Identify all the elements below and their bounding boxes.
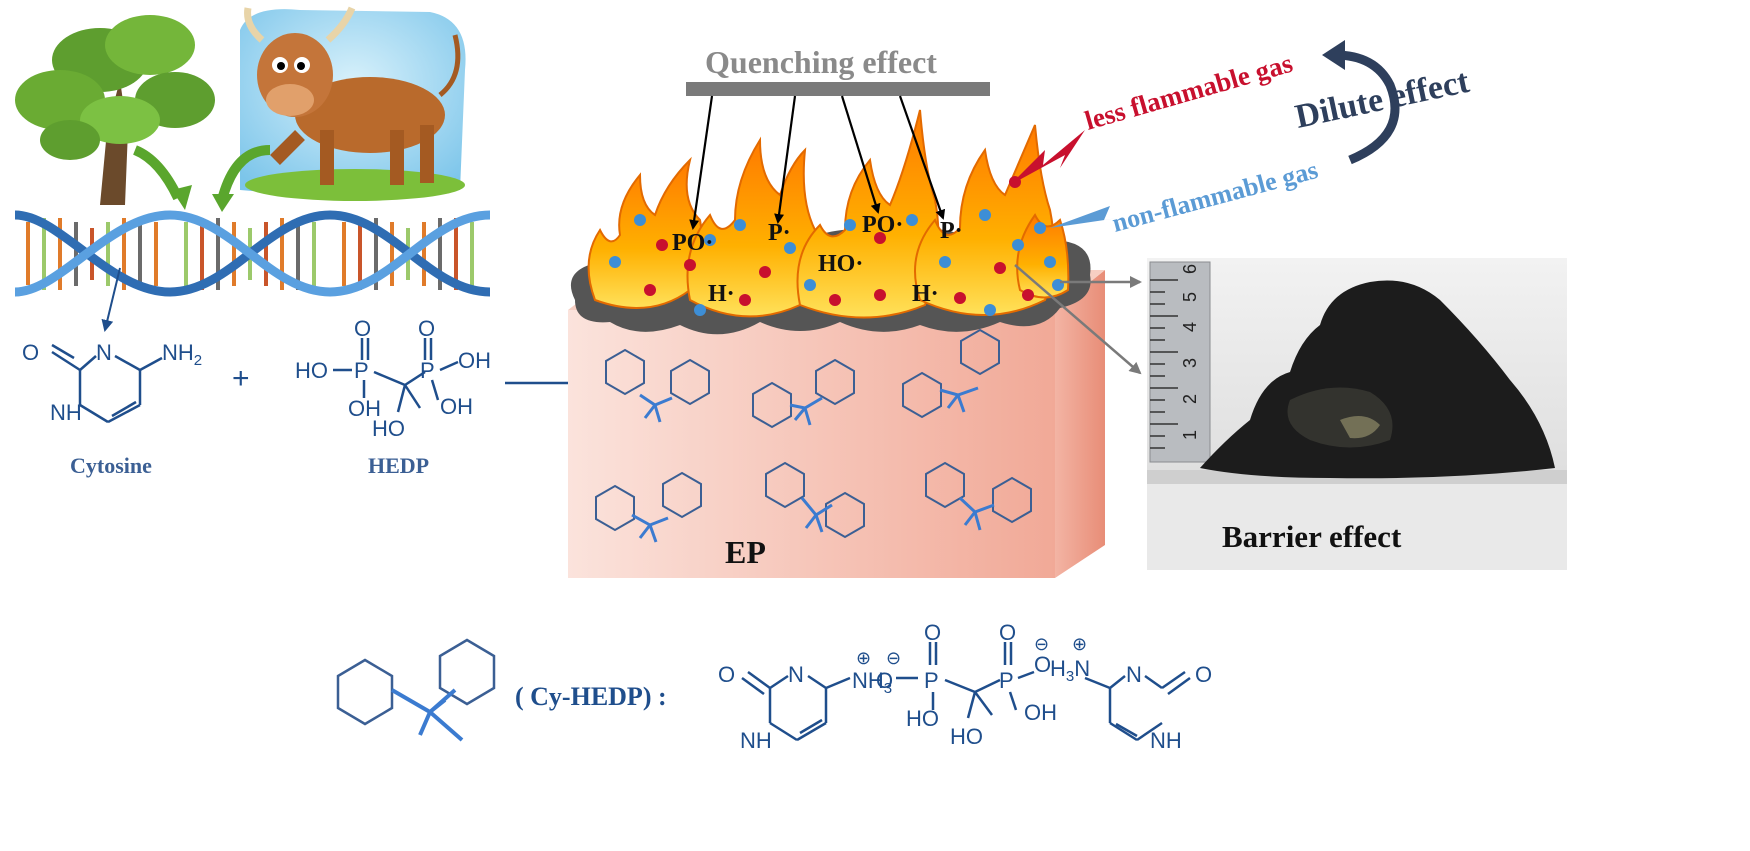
cy-n-right: N <box>1126 662 1142 687</box>
cy-minus-right: ⊖ <box>1034 634 1049 654</box>
nature-illustration <box>14 6 491 332</box>
blue-wedge-icon <box>1050 206 1118 228</box>
hedp-p-right: P <box>420 358 435 383</box>
cy-o-top-left: O <box>924 620 941 645</box>
cy-p-left: P <box>924 668 939 693</box>
radical-p-2: P· <box>940 218 963 244</box>
cy-p-right: P <box>999 668 1014 693</box>
radical-h-2: H· <box>912 281 939 307</box>
hedp-oh-lower: OH <box>440 394 473 419</box>
hedp-ho-center: HO <box>372 416 405 441</box>
char-residue-photo: 1 2 3 4 5 6 <box>1147 258 1567 570</box>
cy-o-top-right: O <box>999 620 1016 645</box>
cy-hedp-label: ( Cy-HEDP) : <box>515 682 667 711</box>
cytosine-label: Cytosine <box>70 453 152 478</box>
radical-p-1: P· <box>768 220 791 246</box>
radical-h-1: H· <box>708 281 735 307</box>
hedp-label: HEDP <box>368 453 429 478</box>
hedp-o-right: O <box>418 316 435 341</box>
ruler-tick-6: 6 <box>1180 264 1200 274</box>
hedp-structure <box>333 338 459 413</box>
cytosine-o: O <box>22 340 39 365</box>
quenching-label: Quenching effect <box>705 44 937 80</box>
dilute-cycle-arrow <box>1334 50 1400 165</box>
cy-nh3: NH3 <box>852 668 892 697</box>
cy-hedp-icon <box>336 638 496 742</box>
ep-label: EP <box>725 534 766 570</box>
barrier-effect-label: Barrier effect <box>1222 519 1402 554</box>
radical-po-1: PO· <box>672 230 713 256</box>
radical-particles <box>609 176 1064 316</box>
ruler-tick-3: 3 <box>1180 358 1200 368</box>
quenching-arrows <box>689 95 946 230</box>
cy-o-minus-right: O <box>1034 652 1051 677</box>
flames <box>587 109 1070 319</box>
cow-icon <box>240 6 466 201</box>
radical-po-2: PO· <box>862 212 903 238</box>
hedp-oh-left: OH <box>348 396 381 421</box>
cy-hedp-structure <box>741 642 1191 742</box>
cy-minus-left: ⊖ <box>886 648 901 668</box>
hedp-oh-right: OH <box>458 348 491 373</box>
ruler-tick-5: 5 <box>1180 292 1200 302</box>
lightning-bolt-icon <box>1010 130 1085 185</box>
arrow-to-photo-bottom <box>1014 264 1142 375</box>
cy-o-right: O <box>1195 662 1212 687</box>
cy-o-minus-left: O <box>876 668 893 693</box>
cy-ho-left: HO <box>906 706 939 731</box>
cy-plus-left: ⊕ <box>856 648 871 668</box>
plus-sign: + <box>232 362 250 395</box>
non-flammable-label: non-flammable gas <box>1109 155 1321 238</box>
hedp-p-left: P <box>354 358 369 383</box>
hedp-o-left: O <box>354 316 371 341</box>
cy-nh-right: NH <box>1150 728 1182 753</box>
ruler-tick-1: 1 <box>1180 430 1200 440</box>
less-flammable-label: less flammable gas <box>1081 48 1295 136</box>
cytosine-nh2: NH2 <box>162 340 202 369</box>
ruler-tick-2: 2 <box>1180 394 1200 404</box>
cy-ho-center: HO <box>950 724 983 749</box>
ruler-tick-4: 4 <box>1180 322 1200 332</box>
cy-h3n: H3N <box>1050 656 1090 685</box>
hedp-ho-left: HO <box>295 358 328 383</box>
ep-filler-icons <box>595 329 1032 543</box>
cy-oh-right: OH <box>1024 700 1057 725</box>
quenching-bar <box>686 82 990 96</box>
cy-o-left: O <box>718 662 735 687</box>
tree-icon <box>15 15 215 205</box>
cytosine-nh: NH <box>50 400 82 425</box>
dna-icon <box>14 210 491 297</box>
cy-n-left: N <box>788 662 804 687</box>
cy-plus-right: ⊕ <box>1072 634 1087 654</box>
cytosine-n: N <box>96 340 112 365</box>
cy-nh-left: NH <box>740 728 772 753</box>
radical-ho: HO· <box>818 251 863 277</box>
cytosine-structure <box>51 343 163 424</box>
